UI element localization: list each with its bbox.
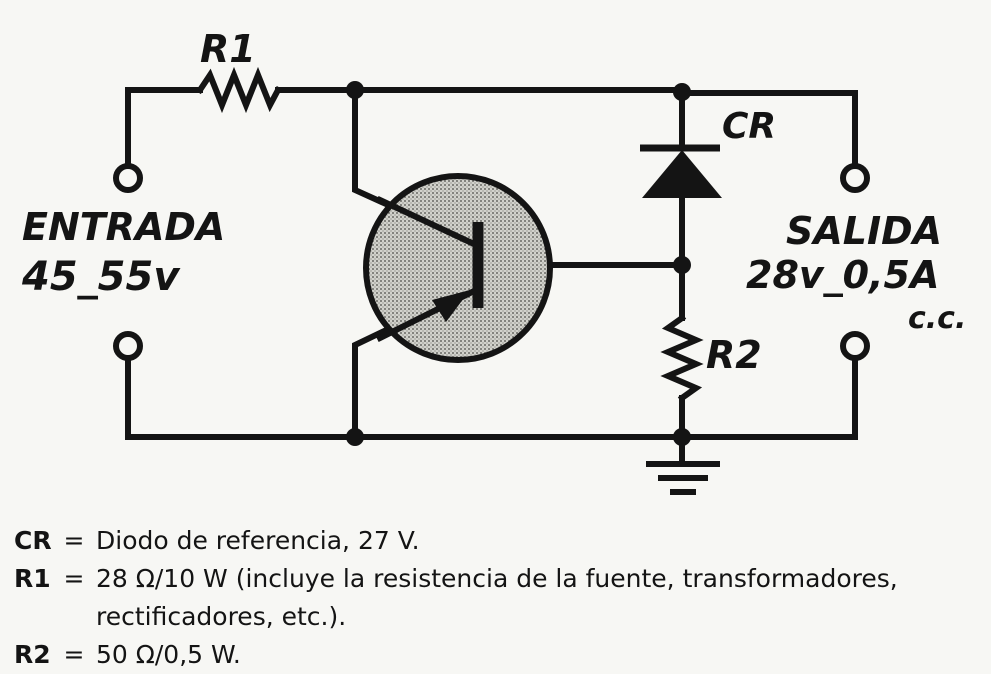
input-terminal-bottom xyxy=(113,331,143,361)
transistor xyxy=(363,173,553,363)
legend-equals: = xyxy=(63,640,85,669)
junction-dot xyxy=(346,428,364,446)
output-terminal-top xyxy=(840,163,870,193)
diode-cr xyxy=(642,150,722,198)
legend-text: 50 Ω/0,5 W. xyxy=(96,640,241,669)
legend-row-r1-continued: rectificadores, etc.). xyxy=(96,602,347,631)
legend-row-r1: R1 = 28 Ω/10 W (incluye la resistencia de … xyxy=(14,560,989,598)
junction-dot xyxy=(346,81,364,99)
legend-key: R2 xyxy=(14,640,51,669)
transistor-collector-lead xyxy=(376,196,480,249)
input-title: ENTRADA xyxy=(22,205,225,249)
transistor-emitter-arrow xyxy=(432,290,470,322)
output-terminal-bottom xyxy=(840,331,870,361)
input-terminal-top xyxy=(113,163,143,193)
input-value: 45_55v xyxy=(21,254,181,300)
label-r2: R2 xyxy=(706,333,762,377)
legend-row-cr: CR = Diodo de referencia, 27 V. xyxy=(14,522,989,560)
junction-dot xyxy=(673,428,691,446)
junction-dot xyxy=(673,83,691,101)
legend-equals: = xyxy=(63,564,85,593)
label-cr: CR xyxy=(722,106,776,147)
legend-text: 28 Ω/10 W (incluye la resistencia de la … xyxy=(96,564,898,593)
legend-equals: = xyxy=(63,526,85,555)
resistor-r1 xyxy=(195,66,283,114)
circuit-schematic: R1 CR R2 ENTRADA 45_55v SALIDA 28v_0,5A … xyxy=(21,27,966,495)
junction-dot xyxy=(673,256,691,274)
output-type: c.c. xyxy=(908,301,966,336)
label-r1: R1 xyxy=(200,27,256,71)
legend-key: CR xyxy=(14,526,52,555)
output-title: SALIDA xyxy=(786,209,942,253)
component-legend: CR = Diodo de referencia, 27 V. R1 = 28 Ω/10… xyxy=(14,522,989,674)
resistor-r2 xyxy=(660,313,704,403)
legend-row-r2: R2 = 50 Ω/0,5 W. xyxy=(14,636,989,674)
legend-text: Diodo de referencia, 27 V. xyxy=(96,526,420,555)
output-value: 28v_0,5A xyxy=(746,253,939,297)
legend-key: R1 xyxy=(14,564,51,593)
